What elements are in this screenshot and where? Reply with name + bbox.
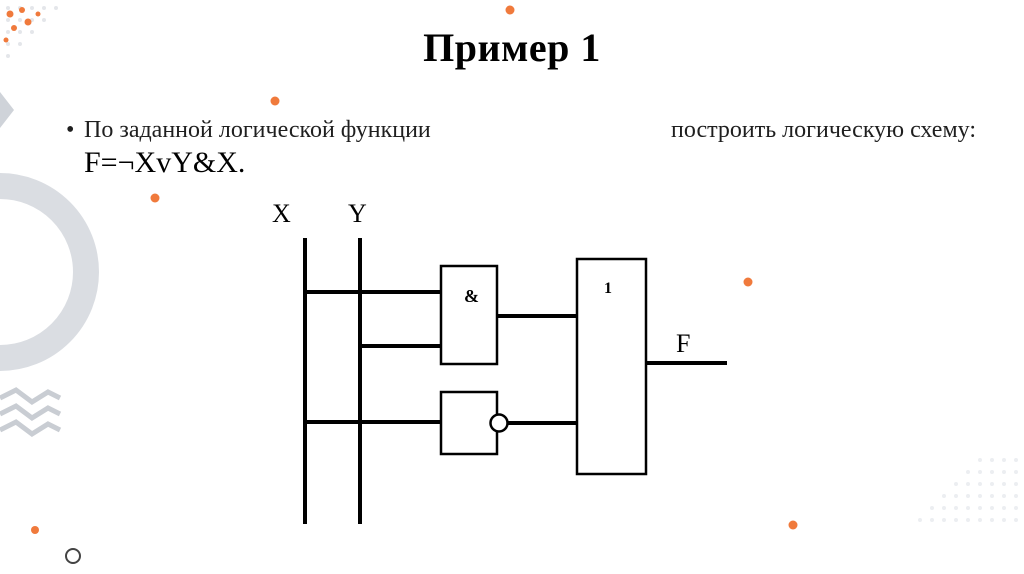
not-gate-inversion-bubble xyxy=(489,413,509,433)
or-gate xyxy=(575,257,648,476)
bullet-block: • По заданной логической функции построи… xyxy=(66,114,986,180)
dot-pattern-bottom-right xyxy=(918,458,1018,522)
bullet-marker: • xyxy=(66,117,75,143)
bullet-text: По заданной логической функции построить… xyxy=(84,114,976,146)
and-gate-label: & xyxy=(464,286,479,306)
bullet-item: • По заданной логической функции построи… xyxy=(66,114,986,146)
input-y-label: Y xyxy=(348,199,367,228)
and-gate xyxy=(439,264,499,366)
hollow-circle-shape xyxy=(65,548,81,564)
orange-dots-top-left xyxy=(3,7,41,43)
zigzag-shape xyxy=(0,387,62,438)
left-arc-shape xyxy=(0,173,99,371)
orange-scatter-dots xyxy=(31,5,798,534)
formula-text: F=¬XvY&X. xyxy=(84,146,246,179)
bullet-text-part-a: По заданной логической функции xyxy=(84,117,431,143)
left-chevron-shape xyxy=(0,92,14,128)
or-gate-label: 1 xyxy=(604,280,612,297)
slide-title: Пример 1 xyxy=(423,25,601,70)
dot-pattern-top-left xyxy=(6,6,58,58)
input-x-label: X xyxy=(272,199,291,228)
not-gate xyxy=(439,390,499,456)
output-label: F xyxy=(676,329,690,358)
bullet-text-part-b: построить логическую схему: xyxy=(671,117,976,143)
